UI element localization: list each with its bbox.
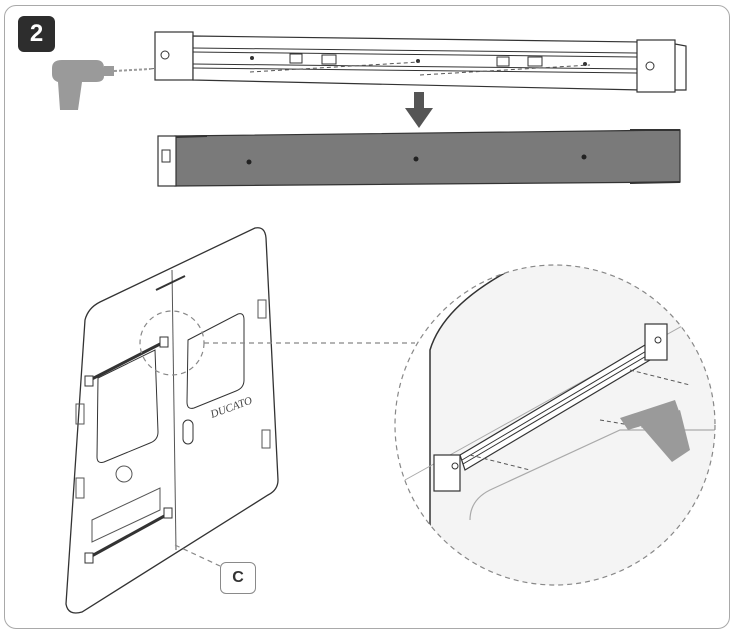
rail-shell-front-view <box>157 129 681 187</box>
arrow-down-icon <box>405 92 433 128</box>
detail-magnifier <box>139 310 415 567</box>
step-number-badge: 2 <box>18 16 55 52</box>
van-rear-doors: DUCATO <box>65 227 279 614</box>
step-number: 2 <box>29 20 44 47</box>
callout-label: C <box>232 569 244 586</box>
diagram-frame <box>4 5 730 629</box>
detail-zoom-circle <box>394 264 716 586</box>
rail-bracket-back-view <box>154 31 687 93</box>
callout-label-box: C <box>220 562 256 594</box>
